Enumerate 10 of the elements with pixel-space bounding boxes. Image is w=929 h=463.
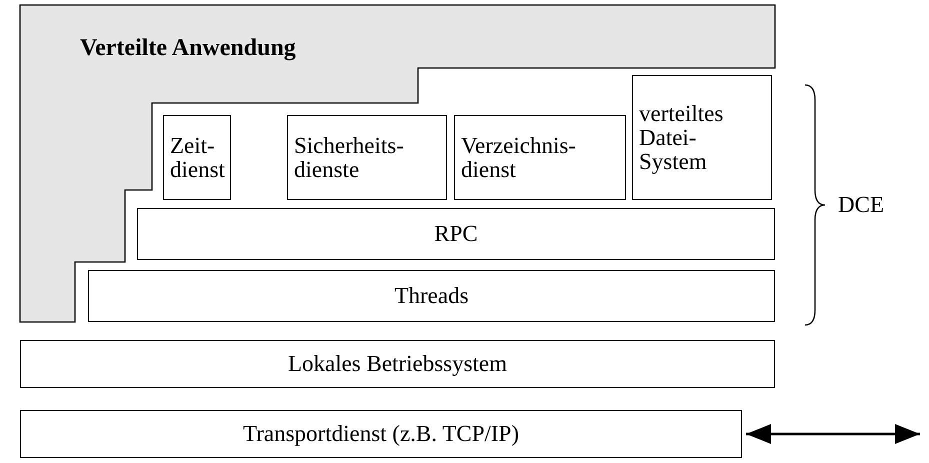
bracket-label: DCE <box>838 192 884 218</box>
layer-bar: Lokales Betriebssystem <box>20 340 775 388</box>
layer-title: Verteilte Anwendung <box>80 35 296 62</box>
layer-bar: Threads <box>88 270 775 322</box>
service-box: Sicherheits- dienste <box>287 115 447 200</box>
service-box: verteiltes Datei- System <box>632 75 772 200</box>
service-box: Verzeichnis- dienst <box>454 115 626 200</box>
layer-bar: Transportdienst (z.B. TCP/IP) <box>20 410 742 458</box>
service-box: Zeit- dienst <box>163 115 231 200</box>
layer-bar: RPC <box>137 208 775 260</box>
